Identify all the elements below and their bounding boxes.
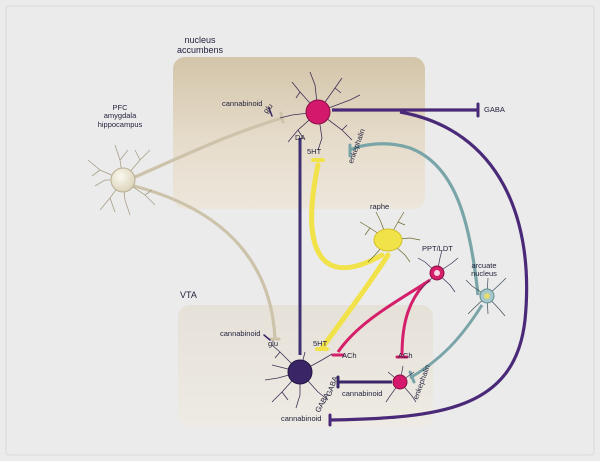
glu-pathway-pfc-to-nac	[126, 116, 284, 182]
vta-cannabinoid-mid-label: cannabinoid	[342, 389, 383, 398]
gaba-output-label: GABA	[484, 105, 505, 114]
nac-5ht-label: 5HT	[307, 147, 322, 156]
nucleus-accumbens-title-line2: accumbens	[176, 44, 224, 55]
gaba-pathway-nac-to-vta	[329, 110, 529, 422]
arcuate-nucleus-label: arcuate nucleus	[471, 261, 497, 279]
vta-cannabinoid-top-label: cannabinoid	[220, 329, 261, 338]
nucleus-accumbens-title-line1: nucleus	[184, 35, 216, 45]
arcuate-label-line2: nucleus	[471, 269, 497, 279]
5ht-pathway-raphe-to-nac	[309, 162, 385, 271]
pfc-neuron	[87, 144, 156, 216]
nucleus-accumbens-region	[173, 57, 425, 209]
pfc-label-line3: hippocampus	[97, 119, 143, 129]
pfc-label-line2: amygdala	[103, 111, 137, 121]
pfc-label: PFC amygdala hippocampus	[97, 103, 143, 129]
ppt-ldt-neuron	[417, 249, 459, 293]
5ht-pathway-raphe-to-vta	[319, 252, 391, 351]
ppt-ldt-label: PPT/LDT	[422, 244, 453, 253]
enkephalin-pathway-arcuate-to-nac	[349, 142, 480, 296]
arcuate-neuron	[465, 277, 507, 317]
nac-da-label: DA	[295, 133, 306, 142]
vta-5ht-label: 5HT	[313, 339, 328, 348]
ach-pathway-to-vta-da	[336, 278, 431, 353]
vta-dopamine-neuron	[264, 344, 333, 409]
arcuate-label-line1: arcuate	[471, 261, 497, 270]
vta-ach-label-1: ACh	[342, 351, 357, 360]
vta-glu-label: glu	[268, 339, 279, 348]
nucleus-accumbens-title: nucleus accumbens	[176, 35, 224, 56]
nac-medium-spiny-neuron	[279, 71, 361, 151]
raphe-neuron	[359, 211, 421, 263]
vta-title: VTA	[180, 290, 197, 300]
vta-ach-label-2: ACh	[398, 351, 413, 360]
pfc-label-line1: PFC	[112, 103, 128, 112]
vta-cannabinoid-bottom-label: cannabinoid	[281, 414, 322, 423]
nac-cannabinoid-label: cannabinoid	[222, 99, 263, 108]
glu-pathway-pfc-to-vta	[128, 183, 277, 340]
outer-frame	[5, 5, 595, 456]
enkephalin-pathway-arcuate-to-vta	[409, 304, 484, 380]
raphe-label: raphe	[370, 202, 390, 211]
ach-pathway-to-vta-gaba	[400, 282, 427, 356]
vta-gaba-interneuron	[385, 365, 417, 403]
